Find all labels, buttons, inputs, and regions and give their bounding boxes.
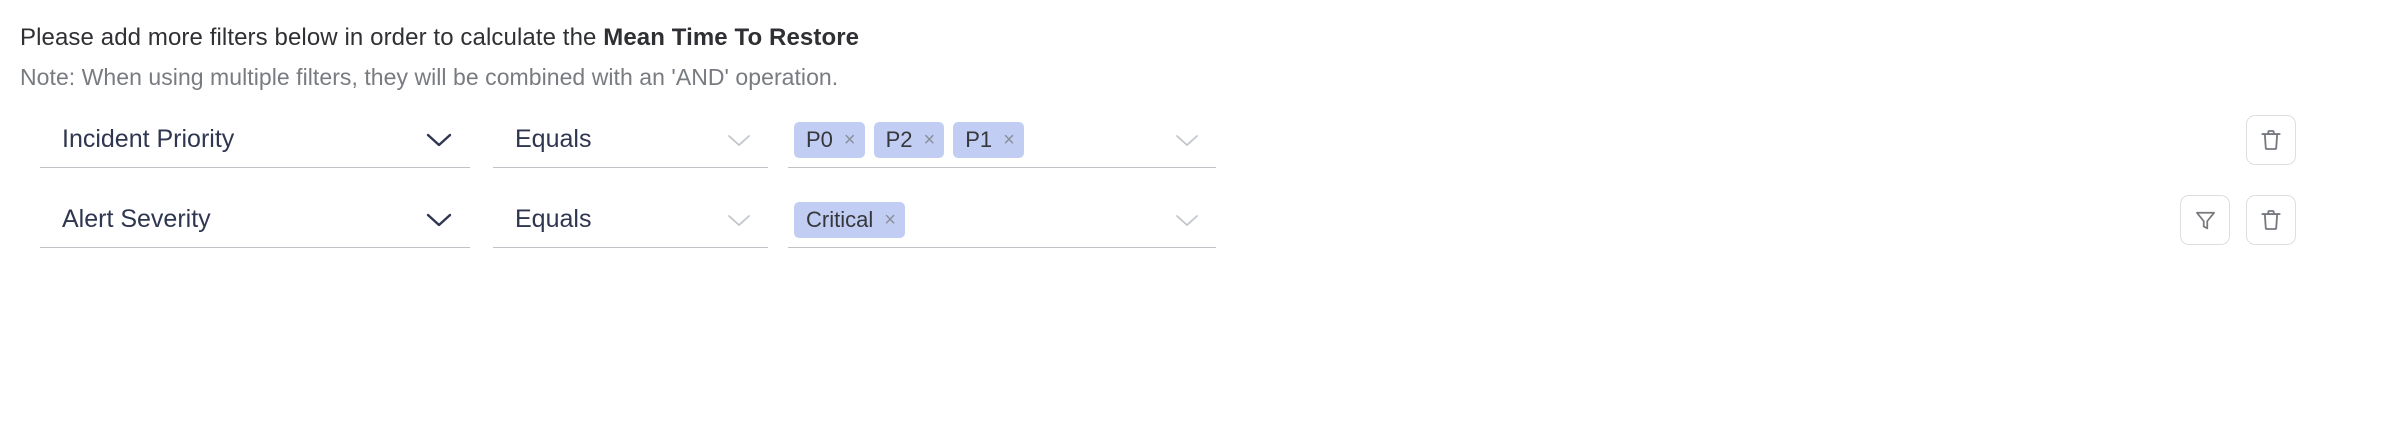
close-icon[interactable]: × xyxy=(1003,128,1015,151)
close-icon[interactable]: × xyxy=(843,128,856,151)
value-chip-label: P0 xyxy=(806,126,833,152)
chevron-down-icon xyxy=(424,210,470,230)
close-icon[interactable]: × xyxy=(884,208,896,231)
value-chip[interactable]: P1 × xyxy=(953,121,1024,158)
page-title-prefix: Please add more filters below in order t… xyxy=(20,24,604,51)
field-select-value: Incident Priority xyxy=(62,125,235,153)
note-text: Note: When using multiple filters, they … xyxy=(20,64,839,90)
delete-filter-button[interactable] xyxy=(2246,195,2296,245)
apply-filter-button[interactable] xyxy=(2180,195,2230,245)
row-actions xyxy=(2180,112,2408,168)
operator-select-value: Equals xyxy=(515,125,592,153)
chevron-down-icon xyxy=(726,131,768,149)
operator-select[interactable]: Equals xyxy=(493,192,768,248)
chevron-down-icon xyxy=(1174,211,1216,229)
chip-list: P0 × P2 × P1 × xyxy=(788,121,1174,158)
metric-name: Mean Time To Restore xyxy=(603,24,860,51)
filter-row: Alert Severity Equals Cr xyxy=(0,192,2408,272)
operator-select[interactable]: Equals xyxy=(493,112,768,168)
value-multiselect[interactable]: Critical × xyxy=(788,192,1216,248)
value-chip[interactable]: P0 × xyxy=(794,121,865,158)
filter-row: Incident Priority Equals xyxy=(0,112,2408,192)
page-title: Please add more filters below in order t… xyxy=(0,22,2408,54)
chip-list: Critical × xyxy=(788,201,1174,238)
value-chip-label: P2 xyxy=(885,126,913,152)
value-multiselect[interactable]: P0 × P2 × P1 × xyxy=(788,112,1216,168)
value-chip-label: P1 xyxy=(965,126,993,152)
funnel-icon xyxy=(2195,211,2215,229)
value-chip[interactable]: P2 × xyxy=(873,121,945,158)
chevron-down-icon xyxy=(1174,131,1216,149)
trash-icon xyxy=(2261,210,2281,230)
field-select[interactable]: Incident Priority xyxy=(40,112,470,168)
chevron-down-icon xyxy=(726,211,768,229)
chevron-down-icon xyxy=(424,130,470,150)
close-icon[interactable]: × xyxy=(923,128,936,151)
trash-icon xyxy=(2261,130,2281,150)
filter-rows: Incident Priority Equals xyxy=(0,112,2408,272)
field-select[interactable]: Alert Severity xyxy=(40,192,470,248)
operator-select-value: Equals xyxy=(515,205,592,233)
row-actions xyxy=(2180,192,2408,248)
value-chip-label: Critical xyxy=(806,206,874,232)
value-chip[interactable]: Critical × xyxy=(794,201,905,238)
field-select-value: Alert Severity xyxy=(62,205,211,233)
delete-filter-button[interactable] xyxy=(2246,115,2296,165)
